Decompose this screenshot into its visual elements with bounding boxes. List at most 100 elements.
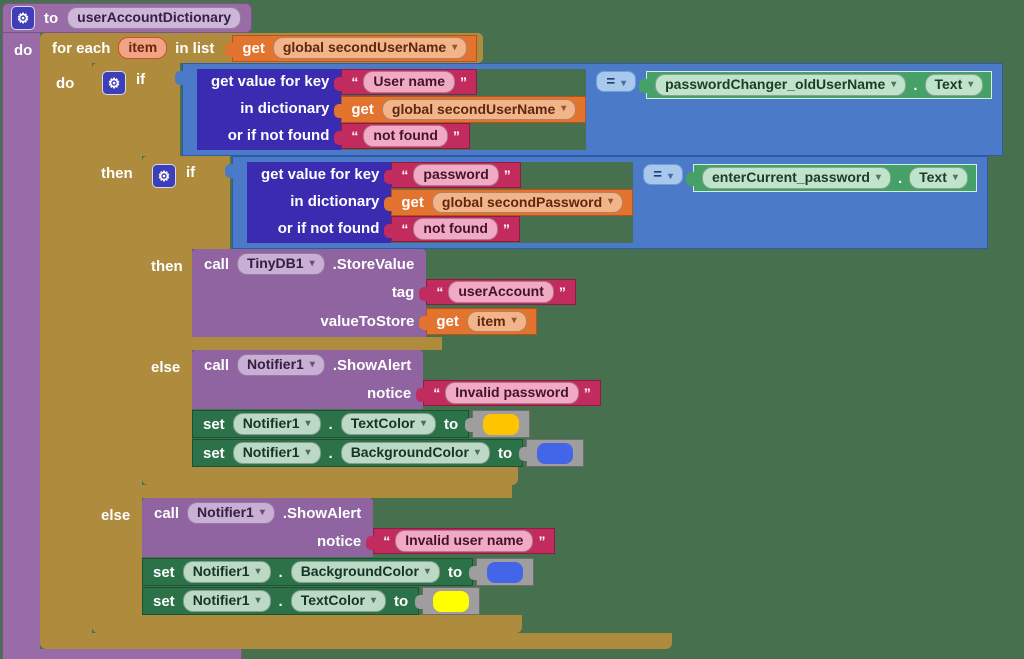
text-string-block[interactable]: “ password ”: [384, 162, 521, 188]
set-textcolor-block[interactable]: set Notifier1 . TextColor to: [192, 410, 470, 438]
procedure-name-field[interactable]: userAccountDictionary: [67, 7, 242, 29]
dot-separator: .: [328, 444, 333, 462]
property-dropdown[interactable]: BackgroundColor: [340, 442, 490, 464]
component-dropdown[interactable]: Notifier1: [182, 561, 271, 583]
to-label: to: [447, 563, 463, 581]
component-dropdown[interactable]: Notifier1: [182, 590, 271, 612]
equals-comparison-block[interactable]: get value for key “ User name ”: [174, 63, 1004, 156]
procedure-do-label: do: [2, 33, 40, 649]
component-dropdown[interactable]: Notifier1: [237, 354, 325, 376]
procedure-header[interactable]: ⚙ to userAccountDictionary: [2, 3, 253, 33]
if-outer-divider: [92, 485, 512, 498]
color-swatch[interactable]: [483, 413, 520, 435]
color-block[interactable]: [519, 439, 585, 467]
dict-get-value-block[interactable]: get value for key “ User name ”: [197, 69, 587, 150]
color-block[interactable]: [415, 587, 481, 615]
color-block[interactable]: [469, 558, 535, 586]
foreach-header[interactable]: for each item in list get global secondU…: [40, 33, 484, 63]
text-field[interactable]: Invalid user name: [395, 530, 534, 552]
close-quote: ”: [502, 221, 510, 237]
get-label: get: [401, 194, 424, 211]
close-quote: ”: [503, 167, 511, 183]
color-swatch[interactable]: [433, 590, 470, 612]
variable-dropdown[interactable]: global secondUserName: [381, 98, 577, 121]
text-string-block[interactable]: “ User name ”: [334, 69, 477, 95]
component-property-getter[interactable]: passwordChanger_oldUserName . Text: [639, 71, 993, 99]
color-block[interactable]: [465, 410, 531, 438]
component-dropdown[interactable]: Notifier1: [232, 413, 321, 435]
set-label: set: [203, 415, 225, 433]
variable-dropdown[interactable]: global secondUserName: [272, 37, 468, 59]
close-quote: ”: [538, 533, 546, 549]
equals-comparison-block[interactable]: get value for key “ password ”: [225, 156, 988, 249]
color-swatch[interactable]: [537, 442, 574, 464]
property-dropdown[interactable]: Text: [909, 167, 968, 189]
property-dropdown[interactable]: TextColor: [290, 590, 387, 612]
open-quote: “: [401, 167, 409, 183]
mutator-gear-icon[interactable]: ⚙: [152, 164, 176, 188]
operator-dropdown[interactable]: =: [596, 71, 637, 92]
operator-dropdown[interactable]: =: [643, 164, 683, 185]
text-field[interactable]: Invalid password: [445, 382, 579, 404]
set-backgroundcolor-block[interactable]: set Notifier1 . BackgroundColor to: [142, 558, 474, 586]
set-backgroundcolor-block[interactable]: set Notifier1 . BackgroundColor to: [192, 439, 524, 467]
set-label: set: [153, 563, 175, 581]
component-dropdown[interactable]: Notifier1: [232, 442, 321, 464]
text-field[interactable]: User name: [363, 71, 455, 93]
get-variable-block[interactable]: get global secondPassword: [384, 189, 634, 216]
dict-notfound-label: or if not found: [247, 216, 392, 243]
component-dropdown[interactable]: enterCurrent_password: [701, 167, 891, 189]
if-block-inner[interactable]: ⚙ if get value for key: [142, 156, 988, 485]
mutator-gear-icon[interactable]: ⚙: [11, 6, 35, 30]
set-textcolor-block[interactable]: set Notifier1 . TextColor to: [142, 587, 420, 615]
property-dropdown[interactable]: Text: [924, 74, 984, 96]
if-block-outer[interactable]: ⚙ if get value for key “: [92, 63, 1004, 633]
component-dropdown[interactable]: passwordChanger_oldUserName: [655, 74, 907, 96]
text-field[interactable]: not found: [363, 125, 448, 147]
get-variable-block[interactable]: get global secondUserName: [225, 34, 478, 62]
dict-notfound-label: or if not found: [197, 123, 342, 150]
set-label: set: [203, 444, 225, 462]
else-label-inner: else: [142, 350, 192, 467]
dot-separator: .: [278, 563, 283, 581]
get-variable-block[interactable]: get item: [419, 308, 537, 335]
get-variable-block[interactable]: get global secondUserName: [334, 96, 587, 123]
foreach-block[interactable]: for each item in list get global secondU…: [40, 33, 1004, 649]
variable-dropdown[interactable]: global secondPassword: [431, 191, 624, 214]
call-storevalue-block[interactable]: call TinyDB1 .StoreValue tag “: [192, 249, 576, 337]
variable-dropdown[interactable]: item: [466, 310, 527, 333]
call-showalert-block[interactable]: call Notifier1 .ShowAlert notice: [192, 350, 601, 409]
text-string-block[interactable]: “ Invalid user name ”: [366, 528, 556, 554]
color-swatch[interactable]: [487, 561, 524, 583]
dict-in-dictionary-label: in dictionary: [197, 96, 342, 123]
component-dropdown[interactable]: TinyDB1: [237, 253, 325, 275]
mutator-gear-icon[interactable]: ⚙: [102, 71, 126, 95]
dot-separator: .: [897, 169, 903, 187]
in-list-label: in list: [175, 39, 215, 57]
foreach-footer: [40, 633, 672, 649]
text-string-block[interactable]: “ not found ”: [334, 123, 470, 149]
notice-label: notice: [192, 380, 424, 409]
property-dropdown[interactable]: TextColor: [340, 413, 437, 435]
text-string-block[interactable]: “ userAccount ”: [419, 279, 576, 305]
foreach-do-label: do: [40, 63, 92, 633]
component-dropdown[interactable]: Notifier1: [187, 502, 275, 524]
property-dropdown[interactable]: BackgroundColor: [290, 561, 440, 583]
procedure-footer: [2, 649, 242, 659]
procedure-block[interactable]: ⚙ to userAccountDictionary do for each i…: [2, 3, 1004, 659]
method-label: .ShowAlert: [332, 356, 412, 374]
open-quote: “: [436, 284, 444, 300]
call-label: call: [154, 504, 180, 522]
dict-get-value-block[interactable]: get value for key “ password ”: [247, 162, 634, 243]
component-property-getter[interactable]: enterCurrent_password . Text: [685, 164, 977, 192]
text-field[interactable]: not found: [413, 218, 498, 240]
if-header-outer[interactable]: ⚙ if: [92, 63, 180, 156]
text-string-block[interactable]: “ not found ”: [384, 216, 520, 242]
text-field[interactable]: password: [413, 164, 499, 186]
loop-item-field[interactable]: item: [118, 37, 168, 59]
call-showalert-block[interactable]: call Notifier1 .ShowAlert notice “ Inva: [142, 498, 556, 557]
if-header-inner[interactable]: ⚙ if: [142, 156, 230, 249]
text-string-block[interactable]: “ Invalid password ”: [416, 380, 601, 406]
text-field[interactable]: userAccount: [448, 281, 554, 303]
